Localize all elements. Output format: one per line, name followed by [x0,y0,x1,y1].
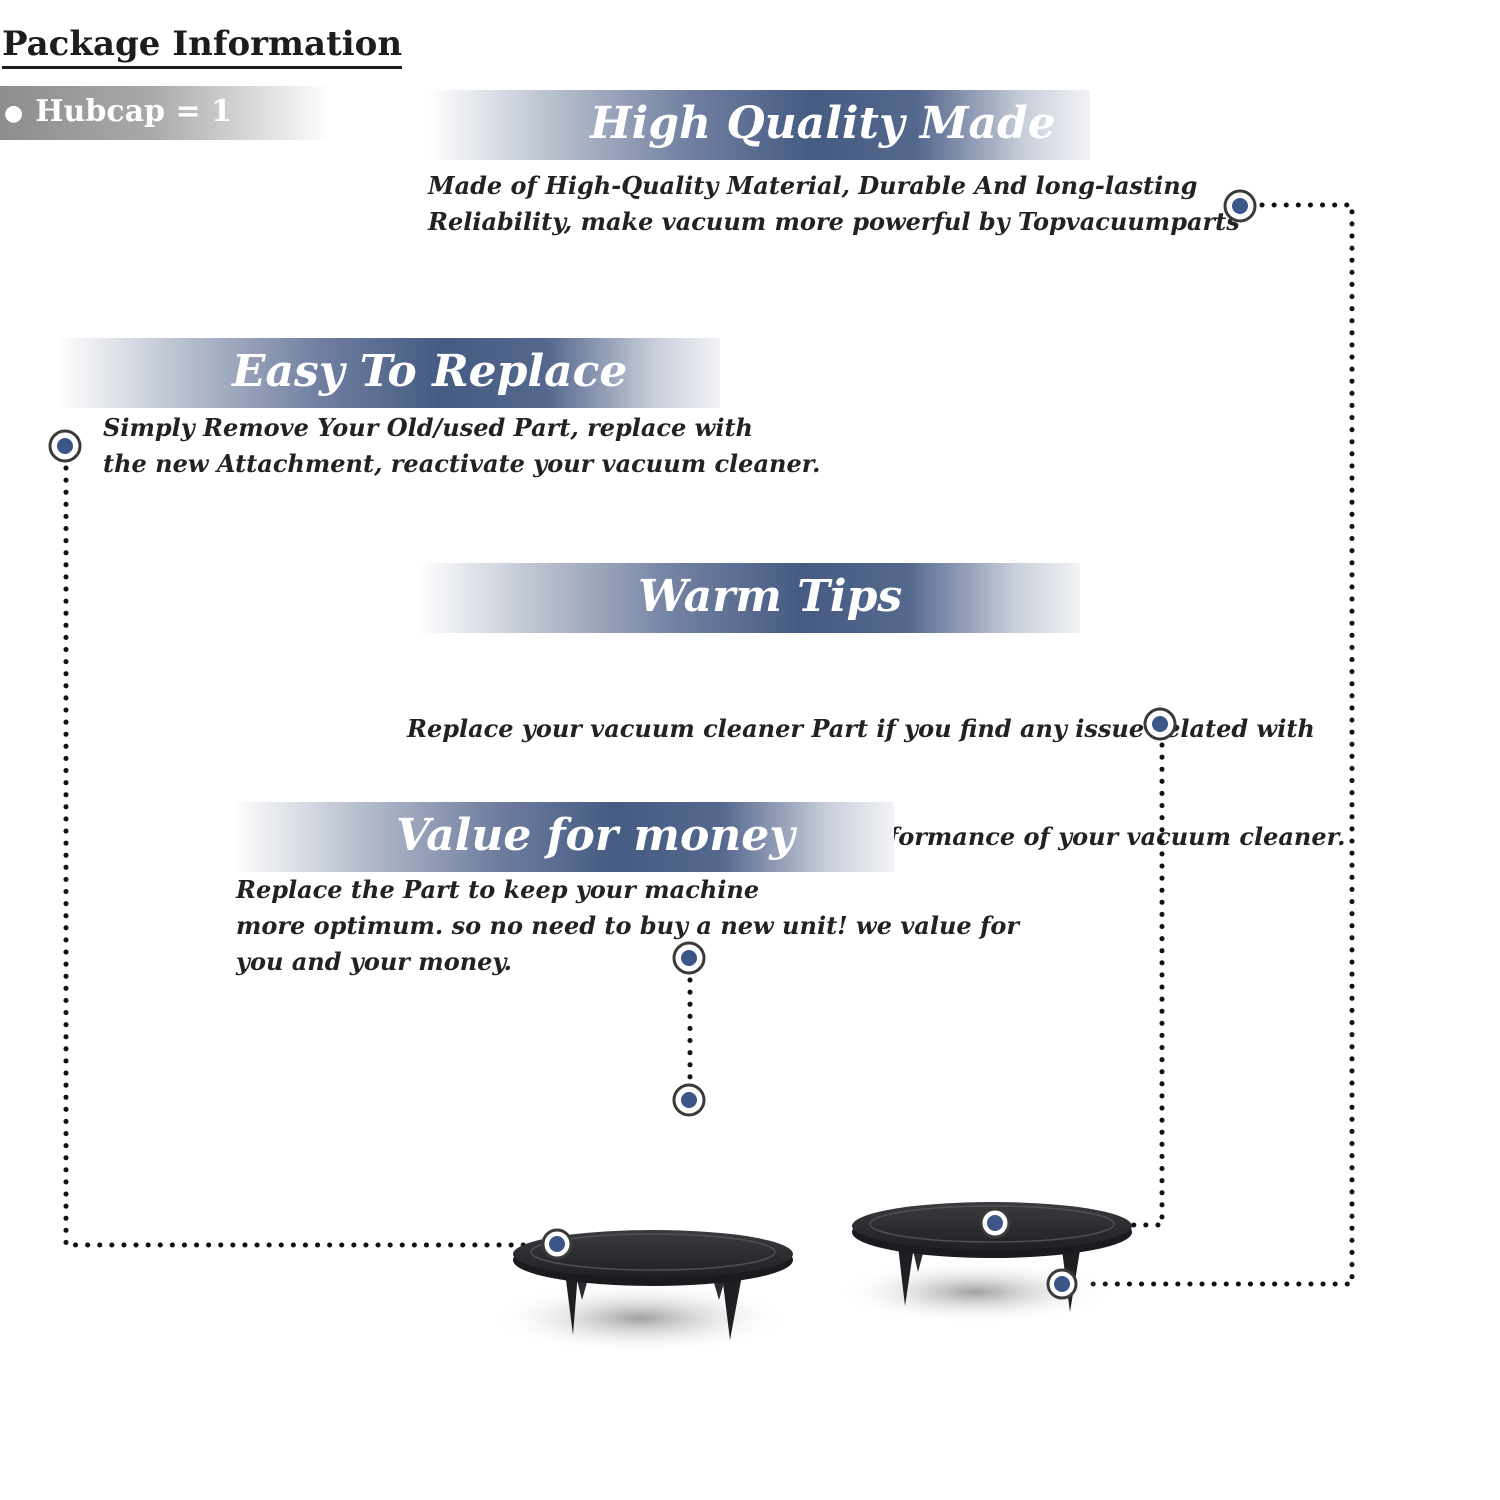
value-description: Replace the Part to keep your machine mo… [236,872,1019,980]
banner-value: Value for money [232,802,894,872]
banner-quality: High Quality Made [428,90,1090,160]
marker-value-top-icon [672,941,706,975]
package-item-label: Hubcap = 1 [35,94,232,129]
replace-title: Easy To Replace [232,346,628,397]
replace-line-1: Simply Remove Your Old/used Part, replac… [103,413,753,442]
marker-quality-icon [1223,189,1257,223]
banner-replace: Easy To Replace [58,338,720,408]
package-item-badge: ● Hubcap = 1 [0,86,330,140]
quality-description: Made of High-Quality Material, Durable A… [428,168,1240,240]
marker-value-bottom-icon [672,1083,706,1117]
banner-tips: Warm Tips [418,563,1080,633]
replace-line-2: the new Attachment, reactivate your vacu… [103,449,821,478]
replace-description: Simply Remove Your Old/used Part, replac… [103,410,821,482]
hubcap-left [490,1230,793,1354]
dotted-lines [63,202,1355,1287]
line-quality [1079,202,1355,1287]
value-line-3: you and your money. [236,947,512,976]
marker-icons [48,189,1257,1300]
marker-replace-icon [48,429,82,463]
marker-tips-icon [1143,707,1177,741]
quality-title: High Quality Made [590,98,1056,149]
marker-hubcap-left-icon [541,1228,573,1260]
quality-line-2: Reliability, make vacuum more powerful b… [428,207,1240,236]
tips-title: Warm Tips [638,571,903,622]
value-title: Value for money [396,810,795,861]
marker-hubcap-right-top-icon [979,1207,1011,1239]
value-line-2: more optimum. so no need to buy a new un… [236,911,1019,940]
value-line-1: Replace the Part to keep your machine [236,875,760,904]
line-tips [1037,742,1165,1228]
marker-hubcap-right-leg-icon [1046,1268,1078,1300]
line-replace [63,465,538,1248]
package-info-title: Package Information [2,24,403,69]
bullet-icon: ● [4,100,24,126]
quality-line-1: Made of High-Quality Material, Durable A… [428,171,1198,200]
